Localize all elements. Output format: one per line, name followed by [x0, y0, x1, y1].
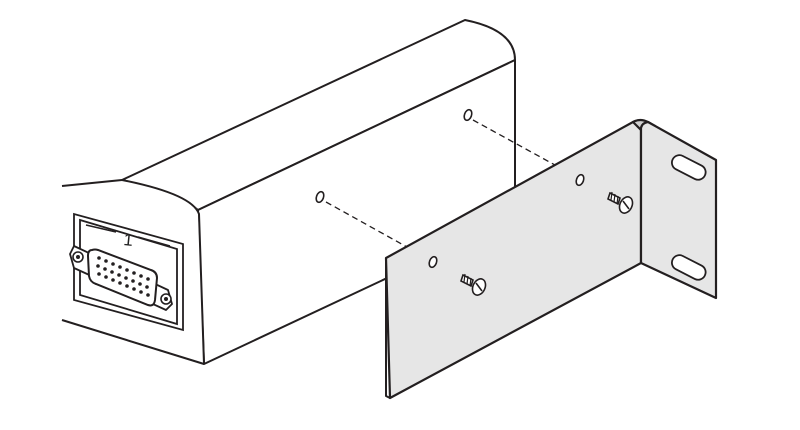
mounting-hole-icon — [428, 255, 438, 269]
screw-icon — [460, 273, 487, 296]
screw-icon — [607, 191, 634, 214]
bracket-slots — [671, 154, 707, 281]
port-label-bracket — [85, 224, 171, 247]
bracket-slot-upper — [671, 154, 707, 181]
mounting-hole-icon — [575, 173, 585, 187]
connector-pins — [96, 256, 150, 297]
device-screw-hole-upper — [463, 108, 473, 122]
port-number-label: 1 — [123, 230, 134, 250]
video-connector-icon — [69, 245, 173, 311]
device-screw-hole-lower — [315, 190, 325, 204]
bracket-slot-lower — [671, 254, 707, 281]
